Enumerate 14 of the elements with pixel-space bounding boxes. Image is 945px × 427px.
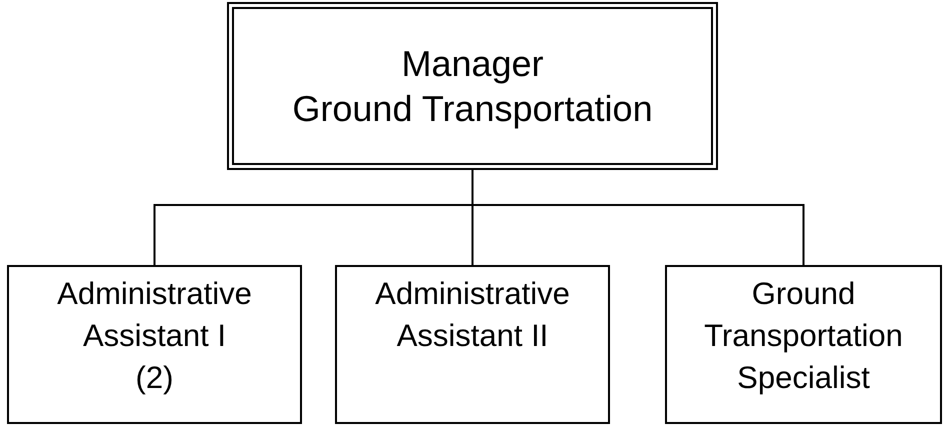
position-title: Ground Transportation: [292, 87, 653, 131]
position-box: [7, 265, 302, 424]
connector-line: [472, 204, 804, 265]
connector-line: [154, 204, 472, 265]
connector-line: [472, 170, 474, 205]
connector-line: [472, 205, 474, 265]
position-box: [665, 265, 942, 424]
position-title: Administrative Assistant II: [374, 275, 571, 355]
position-title: Administrative Assistant I: [56, 275, 253, 355]
position-title: (2): [136, 358, 174, 397]
position-title: Manager: [401, 42, 544, 86]
manager-box: [227, 2, 718, 170]
position-title: Ground Transportation Specialist: [703, 275, 904, 397]
position-box: [335, 265, 610, 424]
